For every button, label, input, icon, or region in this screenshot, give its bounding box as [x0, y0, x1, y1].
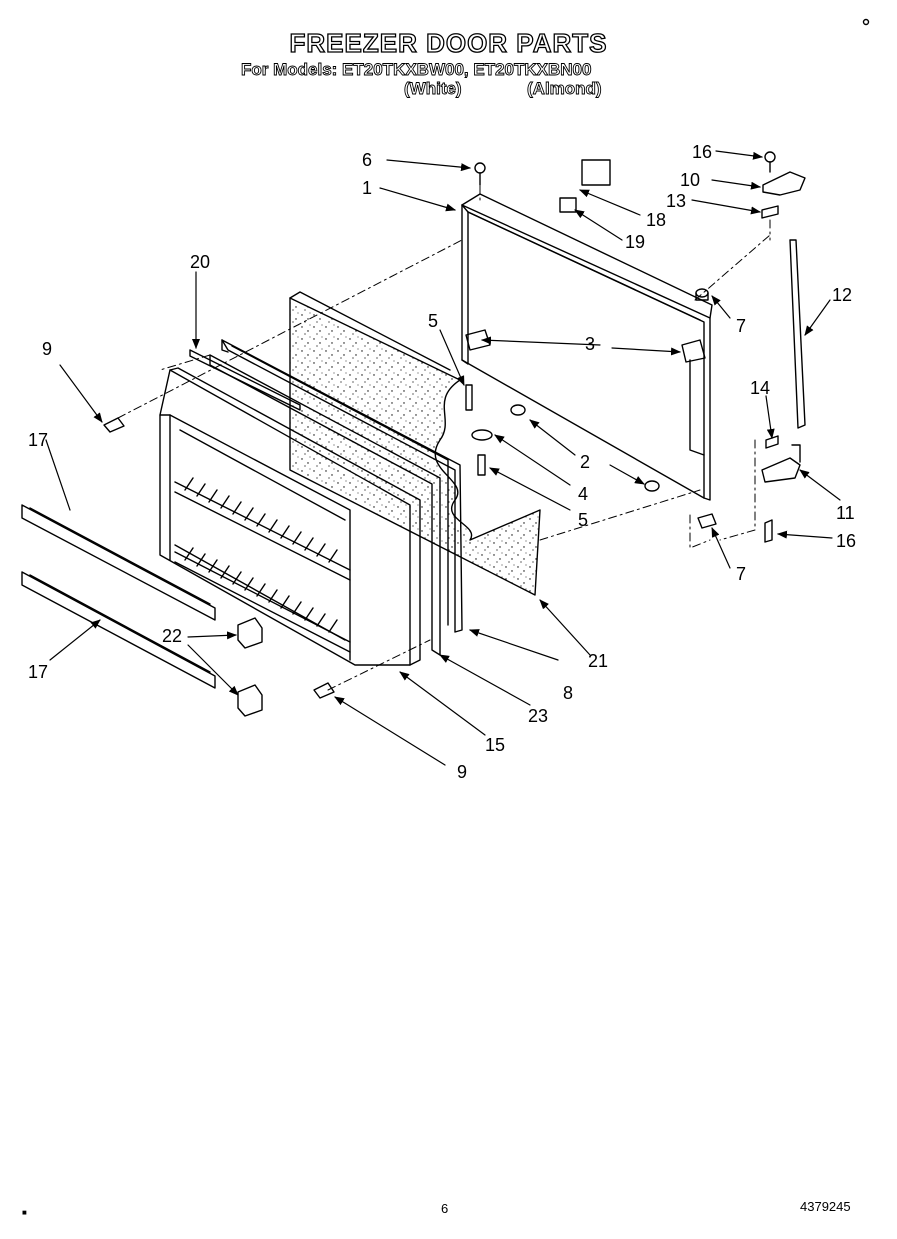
liner-shelf-upper [174, 477, 351, 581]
hinge-shim [761, 205, 779, 219]
callout-17-lower: 17 [28, 662, 49, 682]
callout-10: 10 [680, 170, 701, 190]
label-19 [559, 197, 577, 213]
screw-5-lower [477, 454, 486, 476]
screw-9-bottom [313, 682, 335, 699]
callout-9-bottom: 9 [457, 762, 468, 782]
callout-1: 1 [362, 178, 373, 198]
callout-17-upper: 17 [28, 430, 49, 450]
callout-5-upper: 5 [428, 311, 439, 331]
screw-5-upper [465, 384, 473, 411]
bracket-3-right [681, 339, 706, 363]
trim-strip [189, 349, 301, 411]
callout-18: 18 [646, 210, 667, 230]
screw-16-bottom [764, 519, 773, 543]
door-panel-frame [461, 193, 713, 501]
callout-19: 19 [625, 232, 646, 252]
stop-2-left [510, 404, 526, 416]
plug-7-top [695, 288, 709, 301]
footer-dot: ■ [22, 1208, 27, 1217]
models-line: For Models: ET20TKXBW00, ET20TKXBN00 [241, 60, 592, 80]
page-number: 6 [441, 1201, 449, 1216]
screw-6 [474, 162, 486, 186]
end-cap-lower [237, 684, 263, 717]
variant-almond-label: (Almond) [527, 79, 602, 99]
plug-7-bottom [697, 513, 717, 529]
leader-arrows [45, 150, 841, 766]
callout-5-lower: 5 [578, 510, 589, 530]
callout-9-left: 9 [42, 339, 53, 359]
callout-3: 3 [585, 334, 596, 354]
stop-2-right [644, 480, 660, 492]
callout-12: 12 [832, 285, 853, 305]
callout-22: 22 [162, 626, 183, 646]
callout-8: 8 [563, 683, 574, 703]
callout-7-lower: 7 [736, 564, 747, 584]
shelf-rail-upper [21, 504, 216, 621]
shelf-rail-lower [21, 571, 216, 689]
callout-14: 14 [750, 378, 771, 398]
callout-11: 11 [836, 503, 855, 523]
liner-shelf-lower [174, 547, 351, 653]
variant-white-label: (White) [404, 79, 462, 99]
screw-16-top [764, 151, 776, 173]
diagram-title: FREEZER DOOR PARTS [289, 27, 608, 58]
callout-6: 6 [362, 150, 373, 170]
callout-13: 13 [666, 191, 687, 211]
callout-2: 2 [580, 452, 591, 472]
label-18 [581, 159, 611, 186]
bottom-hinge [761, 444, 801, 483]
callout-16-top: 16 [692, 142, 713, 162]
page-corner-mark [862, 18, 870, 26]
callout-23: 23 [528, 706, 549, 726]
door-handle [789, 239, 806, 429]
bracket-3-left [465, 329, 491, 351]
callout-20: 20 [190, 252, 211, 272]
washer-4 [471, 429, 493, 441]
alignment-lines [117, 185, 771, 691]
screw-9-left [103, 417, 125, 433]
callout-4: 4 [578, 484, 589, 504]
callout-15: 15 [485, 735, 506, 755]
top-hinge [762, 171, 806, 196]
callout-16-bottom: 16 [836, 531, 857, 551]
callout-21: 21 [588, 651, 609, 671]
document-number: 4379245 [800, 1199, 851, 1214]
end-cap-upper [237, 617, 263, 649]
callout-7-upper: 7 [736, 316, 747, 336]
door-gasket [209, 339, 463, 656]
insulation-board [289, 291, 541, 596]
